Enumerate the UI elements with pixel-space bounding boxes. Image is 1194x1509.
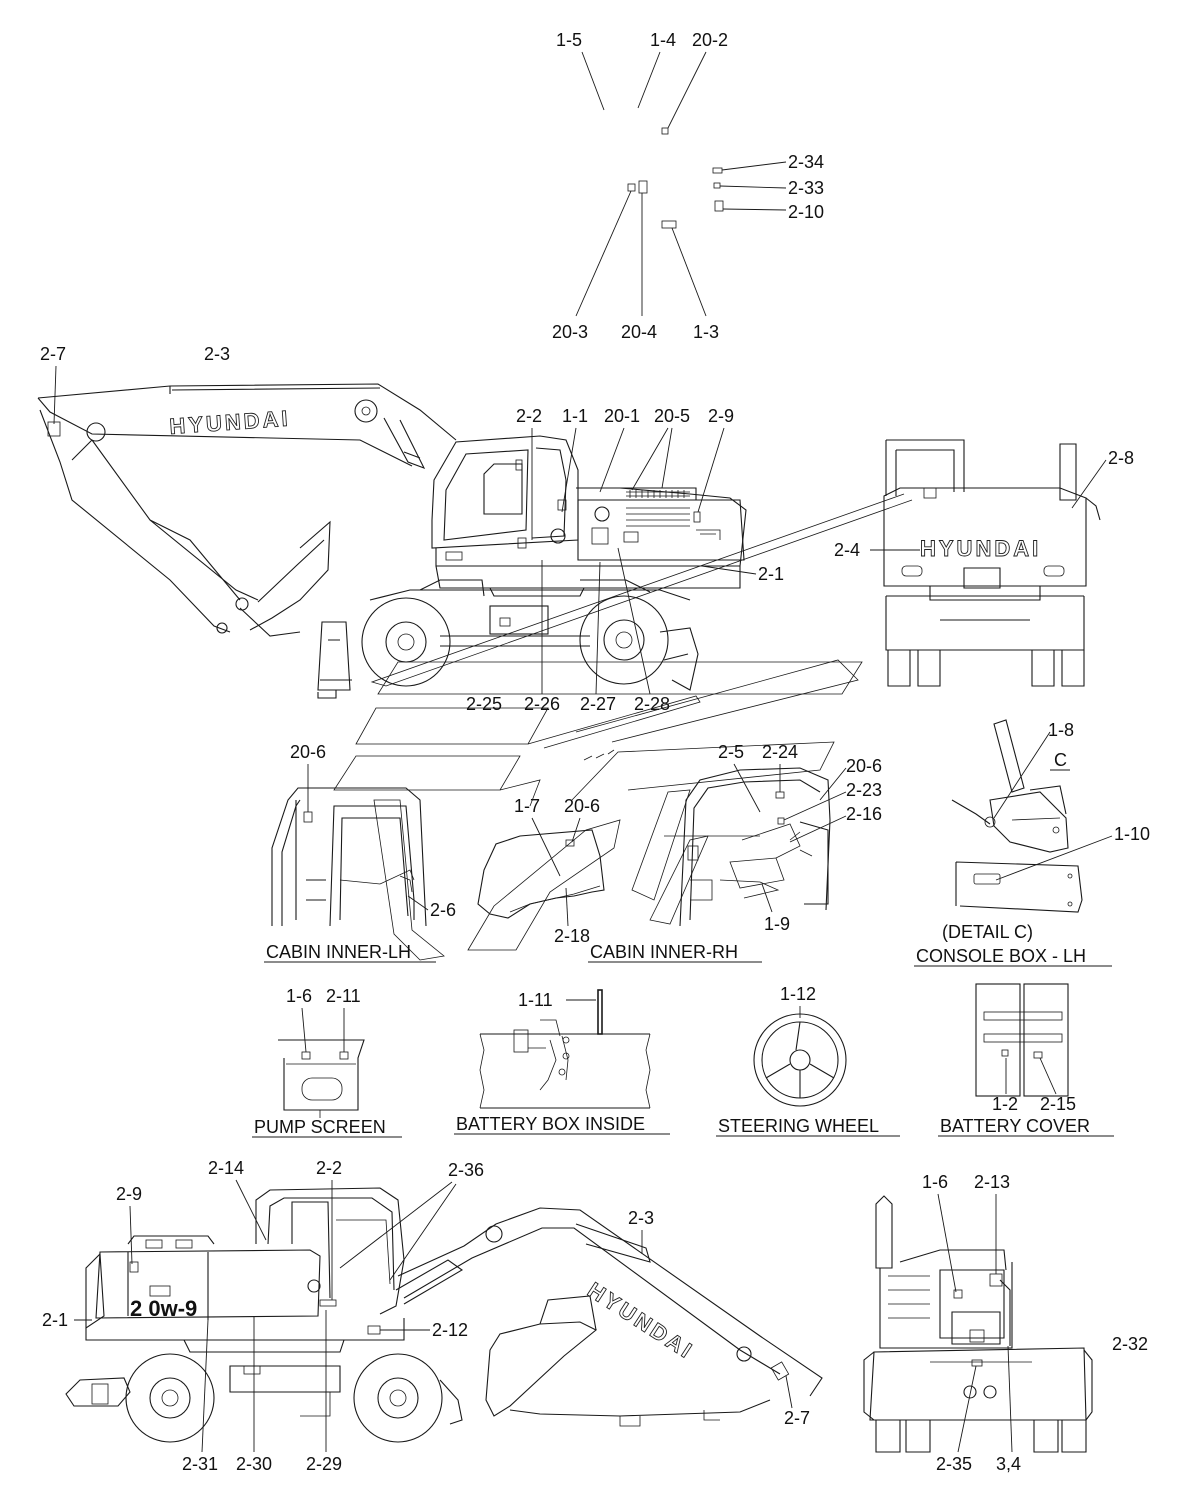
callout-2-23: 2-23	[846, 780, 882, 800]
callout-2-34: 2-34	[788, 152, 824, 172]
callout-2-7-top: 2-7	[40, 344, 66, 364]
callout-20-4: 20-4	[621, 322, 657, 342]
boom-brand-text: HYUNDAI	[169, 406, 292, 439]
callout-2-9-bottom: 2-9	[116, 1184, 142, 1204]
pump-screen-detail: 1-6 2-11 PUMP SCREEN	[252, 986, 402, 1138]
callout-2-4: 2-4	[834, 540, 860, 560]
decal-1-3	[661, 220, 677, 229]
rear-brand-text: HYUNDAI	[920, 536, 1041, 561]
cabin-inner-rh: 2-5 2-24 20-6 2-23 2-16 1-9 CABIN INNER-…	[588, 742, 882, 963]
battery-box-inside: 1-11 BATTERY BOX INSIDE	[454, 989, 670, 1135]
callout-20-2: 20-2	[692, 30, 728, 50]
callout-2-35: 2-35	[936, 1454, 972, 1474]
front-view-bottom: 1-6 2-13 2-32 2-35 3,4	[863, 1172, 1148, 1474]
title-detail-c: (DETAIL C)	[942, 922, 1033, 942]
title-cabin-inner-rh: CABIN INNER-RH	[590, 942, 738, 962]
callout-2-29: 2-29	[306, 1454, 342, 1474]
callout-2-30: 2-30	[236, 1454, 272, 1474]
decal-2-33	[713, 182, 721, 189]
callout-2-6: 2-6	[430, 900, 456, 920]
callout-2-5: 2-5	[718, 742, 744, 762]
title-battery-cover: BATTERY COVER	[940, 1116, 1090, 1136]
title-cabin-inner-lh: CABIN INNER-LH	[266, 942, 411, 962]
callout-1-3: 1-3	[693, 322, 719, 342]
side-hood-grille	[629, 490, 685, 498]
callout-1-9: 1-9	[764, 914, 790, 934]
callout-1-11: 1-11	[518, 990, 553, 1010]
callout-1-4: 1-4	[650, 30, 676, 50]
callout-2-33: 2-33	[788, 178, 824, 198]
callout-3-4: 3,4	[996, 1454, 1021, 1474]
title-console-box-lh: CONSOLE BOX - LH	[916, 946, 1086, 966]
callout-2-14: 2-14	[208, 1158, 244, 1178]
cabin-inner-lh: 20-6 2-6 CABIN INNER-LH	[264, 742, 456, 963]
title-battery-box: BATTERY BOX INSIDE	[456, 1114, 645, 1134]
callout-2-8: 2-8	[1108, 448, 1134, 468]
callout-2-1-bottom: 2-1	[42, 1310, 68, 1330]
callout-1-7: 1-7	[514, 796, 540, 816]
callout-2-7-bottom: 2-7	[784, 1408, 810, 1428]
assembly-guide-lines	[333, 493, 913, 961]
callout-20-1: 20-1	[604, 406, 640, 426]
callout-2-27: 2-27	[580, 694, 616, 714]
decal-1-11	[597, 989, 603, 1035]
callout-1-5: 1-5	[556, 30, 582, 50]
callout-1-6-front: 1-6	[922, 1172, 948, 1192]
callout-2-13: 2-13	[974, 1172, 1010, 1192]
decal-1-2	[1001, 1049, 1009, 1057]
steering-wheel-detail: 1-12 STEERING WHEEL	[716, 984, 900, 1137]
callout-1-8: 1-8	[1048, 720, 1074, 740]
callout-2-3-top: 2-3	[204, 344, 230, 364]
callout-1-6-pump: 1-6	[286, 986, 312, 1006]
callout-2-11: 2-11	[326, 986, 361, 1006]
callout-2-16: 2-16	[846, 804, 882, 824]
side-view-rh: 2 0w-9 HYUNDAI 2-14	[42, 1158, 823, 1474]
decal-2-10	[714, 200, 724, 212]
callout-2-36: 2-36	[448, 1160, 484, 1180]
callout-1-1: 1-1	[562, 406, 588, 426]
rear-view-top: HYUNDAI 2-8 2-4	[834, 439, 1134, 687]
callout-2-12: 2-12	[432, 1320, 468, 1340]
callout-20-5: 20-5	[654, 406, 690, 426]
callout-1-2: 1-2	[992, 1094, 1018, 1114]
decal-2-15	[1033, 1051, 1043, 1059]
callout-20-6-mid: 20-6	[564, 796, 600, 816]
title-steering-wheel: STEERING WHEEL	[718, 1116, 879, 1136]
top-parts-group: 1-5 1-4 20-2 2-34 2-33 2-10 20-3 20-4 1-…	[552, 30, 824, 342]
callout-2-9-top: 2-9	[708, 406, 734, 426]
battery-cover-detail: 1-2 2-15 BATTERY COVER	[938, 983, 1114, 1137]
decal-20-3	[627, 183, 636, 192]
decal-20-4	[638, 180, 648, 194]
callout-2-2-bottom: 2-2	[316, 1158, 342, 1178]
callout-20-6-lh: 20-6	[290, 742, 326, 762]
callout-2-31: 2-31	[182, 1454, 218, 1474]
center-panel: 1-7 20-6 2-18	[477, 796, 605, 946]
callout-1-10: 1-10	[1114, 824, 1150, 844]
callout-20-3: 20-3	[552, 322, 588, 342]
callout-2-3-bottom: 2-3	[628, 1208, 654, 1228]
callout-2-24: 2-24	[762, 742, 798, 762]
console-box-detail: C 1-8 1-10 (DETAIL C) CONSOLE BOX - LH	[914, 719, 1150, 967]
callout-2-15: 2-15	[1040, 1094, 1076, 1114]
callout-2-18: 2-18	[554, 926, 590, 946]
callout-2-32: 2-32	[1112, 1334, 1148, 1354]
callout-1-12: 1-12	[780, 984, 816, 1004]
arm-brand-text: HYUNDAI	[583, 1277, 698, 1364]
callout-2-26: 2-26	[524, 694, 560, 714]
callout-2-1-top: 2-1	[758, 564, 784, 584]
callout-2-2-top: 2-2	[516, 406, 542, 426]
decal-2-34	[712, 167, 723, 174]
callout-20-6-rh: 20-6	[846, 756, 882, 776]
detail-letter-c: C	[1054, 750, 1067, 770]
decal-20-2	[661, 127, 669, 135]
side-view-lh: HYUNDAI	[37, 344, 784, 714]
callout-2-25: 2-25	[466, 694, 502, 714]
model-number-text: 2 0w-9	[130, 1296, 197, 1321]
callout-2-10: 2-10	[788, 202, 824, 222]
title-pump-screen: PUMP SCREEN	[254, 1117, 386, 1137]
